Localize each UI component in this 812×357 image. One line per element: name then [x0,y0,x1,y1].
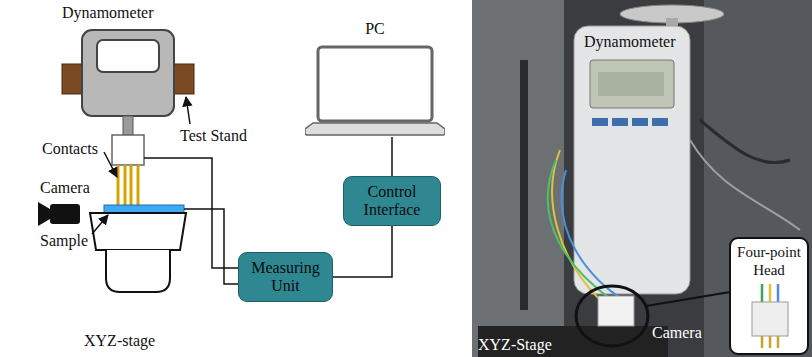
inset-leader [646,292,730,306]
part-label-text: Contacts [42,140,98,157]
leader-arrow [92,215,108,234]
photo-display-digits [598,72,664,96]
photo-button [632,118,648,126]
part-label: XYZ-Stage [478,336,552,354]
contact-pin [124,165,127,205]
node-heading: PC [305,20,445,38]
part-label-text: Four-point Head [737,244,801,278]
signal-wire [184,209,238,284]
photo-cable [552,150,600,300]
part-label-text: Dynamometer [62,4,154,21]
part-label: Test Stand [180,127,247,145]
process-box: Control Interface [343,176,441,226]
contact-holder [112,135,144,165]
contact-pin [130,165,133,205]
part-label-text: Camera [40,179,90,196]
connector [391,137,393,176]
part-label-text: XYZ-Stage [478,336,552,353]
inset-frame [730,238,808,354]
laptop-icon [305,45,445,137]
photo-cable [700,120,790,163]
photo-dynamometer [574,26,690,294]
process-box: Measuring Unit [238,252,333,302]
part-label: Camera [652,324,702,342]
photo-display [590,60,674,108]
photo-button [652,118,668,126]
photo-wall [704,0,812,357]
pc-laptop: PC [305,45,445,137]
connector [333,226,392,277]
xyz-stage-base [106,250,170,292]
part-label: Sample [40,232,88,250]
inset-pin [761,336,764,348]
inset-wire [761,284,764,302]
inset-head [752,302,788,336]
dynamometer-display [97,40,159,72]
photo-cable [690,140,800,230]
photo-stage [478,326,668,357]
part-label-text: XYZ-stage [84,332,155,349]
part-label-text: Camera [652,324,702,341]
test-stand-clamp [62,64,82,94]
test-stand-clamp [174,64,194,94]
part-label-text: Sample [40,232,88,249]
part-label: Camera [40,179,90,197]
inset-pin [769,336,772,348]
inset-pin [777,336,780,348]
laptop-screen [318,47,432,121]
part-label: Dynamometer [62,4,154,22]
dynamometer-body [82,30,174,116]
contact-pin [137,165,140,205]
part-label: Four-point Head [731,243,807,279]
node-label: Measuring Unit [245,259,326,295]
photo-highlight [576,286,648,346]
photo-head [598,296,634,326]
xyz-stage-plate [90,213,186,250]
sample [104,205,184,213]
laptop-base [305,123,445,135]
photo-button [592,118,608,126]
node-label: Control Interface [350,183,434,219]
part-label: XYZ-stage [84,332,155,350]
leader-arrow [104,152,117,177]
photo-background [472,0,812,357]
inset-wire [777,284,780,302]
part-label-text: Dynamometer [584,33,676,50]
leader-arrow [186,97,190,124]
photo-cable [562,170,624,300]
part-label: Contacts [42,140,98,158]
photo-cable [548,160,612,300]
inset-wire [769,284,772,302]
dynamometer-shaft [123,116,133,135]
part-label-text: Test Stand [180,127,247,144]
photo-button [612,118,628,126]
part-label: Dynamometer [584,33,676,51]
camera-icon [50,204,80,224]
camera-lens [38,202,50,226]
contact-pin [117,165,120,205]
photo-rod [520,60,528,310]
